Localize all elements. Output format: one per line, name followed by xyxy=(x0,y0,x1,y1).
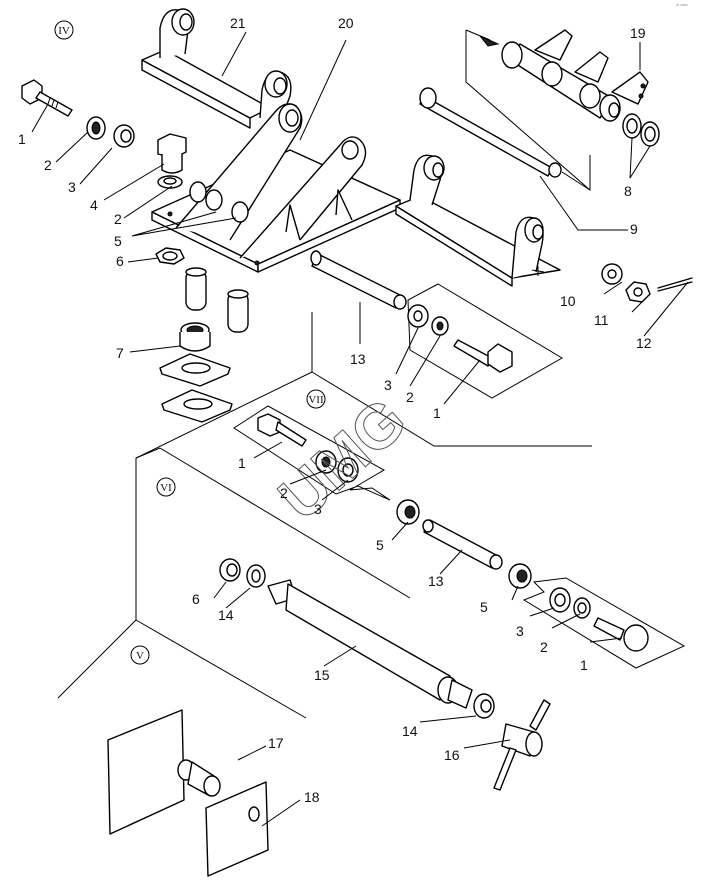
callout-iv-6: 6 xyxy=(116,253,124,269)
part-vi-3-washer xyxy=(549,587,571,613)
part-19-assembly xyxy=(465,29,649,192)
part-iv-2b-washer xyxy=(157,175,183,189)
callout-iv-3b: 3 xyxy=(384,377,392,393)
callout-iv-20: 20 xyxy=(338,15,354,31)
callout-vi-14a: 14 xyxy=(218,607,234,623)
callout-iv-2b: 2 xyxy=(114,211,122,227)
callout-vi-16: 16 xyxy=(444,747,460,763)
part-vi-5b-bearing xyxy=(508,563,532,589)
callout-v-17: 17 xyxy=(268,735,284,751)
part-vi-14b-washer xyxy=(473,693,495,719)
view-vi-badge: VI xyxy=(156,477,176,497)
view-v-badge: V xyxy=(130,645,150,665)
view-v-label: V xyxy=(136,650,144,662)
callout-iv-1: 1 xyxy=(18,131,26,147)
callout-iv-10: 10 xyxy=(560,293,576,309)
callout-vi-2: 2 xyxy=(540,639,548,655)
inset-frame-iv xyxy=(407,283,563,399)
part-8-washers xyxy=(622,113,660,147)
view-vi-label: VI xyxy=(160,482,172,494)
callout-vi-5b: 5 xyxy=(480,599,488,615)
view-iv-badge: IV xyxy=(54,20,74,40)
part-vi-14a-washer xyxy=(246,564,266,588)
part-v-17-stud xyxy=(177,759,221,797)
part-iv-13-shaft xyxy=(310,250,407,310)
part-v-plate-left xyxy=(107,709,185,835)
callout-vii-3: 3 xyxy=(314,501,322,517)
part-11-castle-nut xyxy=(625,281,651,303)
callout-vi-6: 6 xyxy=(192,591,200,607)
part-vi-16-pin xyxy=(493,699,551,791)
callout-iv-3: 3 xyxy=(68,179,76,195)
callout-vi-13: 13 xyxy=(428,573,444,589)
bushings xyxy=(185,267,249,333)
part-12-cotter-pin xyxy=(657,277,693,292)
part-vi-15-shaft xyxy=(267,579,473,709)
part-iv-7-bushing-plates xyxy=(159,322,233,423)
inset-frame-vi xyxy=(522,577,686,669)
part-vi-6-nut xyxy=(219,558,241,582)
part-vi-13-shaft xyxy=(422,519,503,570)
part-10-nut xyxy=(601,263,623,285)
part-iv-1b-bolt xyxy=(453,339,513,373)
part-v-18-plate xyxy=(205,781,269,877)
callout-iv-21: 21 xyxy=(230,15,246,31)
callout-vi-14b: 14 xyxy=(402,723,418,739)
right-bracket xyxy=(395,154,561,287)
part-vi-1-bolt xyxy=(593,617,649,652)
view-vii-label: VII xyxy=(308,394,324,406)
part-vii-1-bolt xyxy=(257,413,307,447)
part-iv-1-bolt xyxy=(21,79,73,117)
callout-iv-9: 9 xyxy=(630,221,638,237)
callout-labels: 1 2 3 4 2 5 6 7 21 20 19 8 9 10 11 12 13… xyxy=(18,15,652,805)
inset-frame-vii xyxy=(233,405,391,501)
callout-vi-15: 15 xyxy=(314,667,330,683)
callout-iv-5: 5 xyxy=(114,233,122,249)
callout-vi-1: 1 xyxy=(580,657,588,673)
callout-vi-3: 3 xyxy=(516,623,524,639)
callout-iv-4: 4 xyxy=(90,197,98,213)
callout-iv-19: 19 xyxy=(630,25,646,41)
callout-iv-12: 12 xyxy=(636,335,652,351)
callout-iv-8: 8 xyxy=(624,183,632,199)
part-vi-2-nut xyxy=(573,597,591,619)
part-iv-2-nut xyxy=(86,116,106,140)
part-iv-4-plug xyxy=(157,133,187,174)
callout-vii-2: 2 xyxy=(280,485,288,501)
part-20-base xyxy=(151,103,401,273)
callout-iv-2a: 2 xyxy=(44,157,52,173)
corner-mark: ᵃᶠ ʷʷʷ xyxy=(676,3,688,9)
leader-lines xyxy=(31,31,689,827)
section-lines xyxy=(57,312,592,719)
part-vii-3-washer xyxy=(337,457,359,483)
part-iv-3b-washer xyxy=(407,304,429,328)
callout-v-18: 18 xyxy=(304,789,320,805)
callout-iv-11: 11 xyxy=(594,312,609,328)
part-9-shaft xyxy=(419,87,562,178)
part-21-bracket xyxy=(141,8,292,129)
callout-iv-1b: 1 xyxy=(433,405,441,421)
view-iv-label: IV xyxy=(58,25,70,37)
callout-vii-1: 1 xyxy=(238,455,246,471)
part-vii-2-nut xyxy=(315,450,337,474)
callout-iv-2c: 2 xyxy=(406,389,414,405)
callout-vi-5a: 5 xyxy=(376,537,384,553)
part-vi-5a-bearing xyxy=(396,499,420,525)
part-iv-3-washer xyxy=(113,124,135,148)
callout-iv-13: 13 xyxy=(350,351,366,367)
view-vii-badge: VII xyxy=(306,389,326,409)
part-iv-2c-nut xyxy=(431,316,449,336)
part-iv-6-nut xyxy=(155,247,185,265)
callout-iv-7: 7 xyxy=(116,345,124,361)
